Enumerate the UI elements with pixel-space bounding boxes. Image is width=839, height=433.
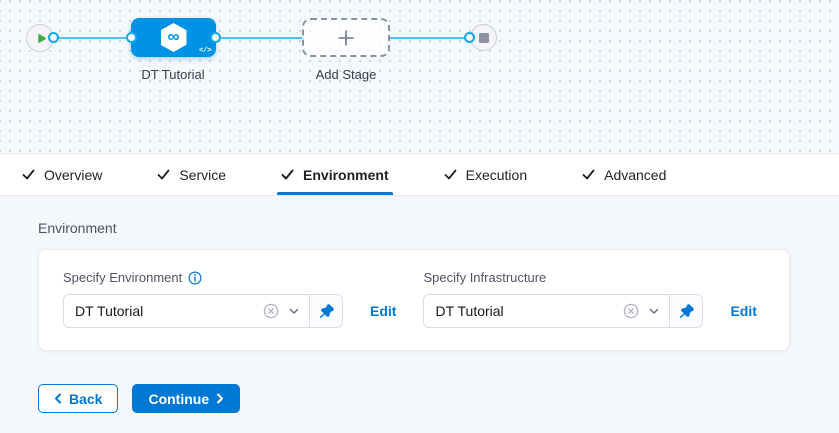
tab-label: Execution: [465, 166, 528, 183]
edge-stage-to-addstage: [218, 37, 304, 39]
info-icon[interactable]: [188, 270, 202, 285]
back-button-label: Back: [69, 390, 103, 407]
stop-icon: [478, 32, 489, 43]
section-title: Environment: [38, 220, 117, 236]
tab-overview[interactable]: Overview: [22, 154, 102, 195]
pin-button[interactable]: [309, 295, 342, 327]
continue-button[interactable]: Continue: [132, 384, 241, 413]
edit-infrastructure-link[interactable]: Edit: [730, 303, 757, 319]
port-stage-right: [210, 32, 221, 43]
pin-icon: [679, 303, 694, 318]
back-button[interactable]: Back: [38, 384, 119, 413]
infinity-glyph: ∞: [167, 27, 180, 46]
infrastructure-select: DT Tutorial: [423, 294, 704, 328]
environment-select: DT Tutorial: [63, 294, 343, 328]
continue-button-label: Continue: [148, 390, 210, 407]
environment-select-value[interactable]: DT Tutorial: [75, 303, 144, 319]
add-stage-label: Add Stage: [315, 67, 377, 82]
port-stage-left: [126, 32, 137, 43]
play-icon: [37, 33, 46, 43]
stage-node-dt-tutorial[interactable]: ∞ </>: [131, 18, 216, 57]
tab-execution[interactable]: Execution: [444, 154, 527, 195]
tab-advanced[interactable]: Advanced: [582, 154, 666, 195]
chevron-right-icon: [217, 393, 224, 404]
check-icon: [281, 169, 294, 180]
pin-icon: [319, 303, 334, 318]
tab-environment[interactable]: Environment: [277, 154, 393, 195]
chevron-down-icon[interactable]: [288, 305, 300, 317]
check-icon: [157, 169, 170, 180]
field-specify-infrastructure: Specify Infrastructure DT Tutorial: [423, 270, 783, 328]
field-label: Specify Environment: [63, 270, 183, 285]
port-start: [48, 32, 59, 43]
tab-label: Environment: [303, 166, 389, 183]
tab-label: Advanced: [604, 166, 667, 183]
tab-label: Service: [179, 166, 227, 183]
chevron-left-icon: [55, 393, 61, 404]
check-icon: [22, 169, 35, 180]
environment-tab-panel: Environment Specify Environment DT Tutor…: [0, 196, 839, 433]
field-label: Specify Infrastructure: [423, 270, 547, 285]
port-end: [464, 32, 475, 43]
tab-service[interactable]: Service: [157, 154, 226, 195]
check-icon: [582, 169, 595, 180]
edit-environment-link[interactable]: Edit: [370, 303, 397, 319]
edge-start-to-stage: [54, 37, 132, 39]
deploy-hexagon-icon: ∞: [160, 23, 187, 52]
infrastructure-select-value[interactable]: DT Tutorial: [435, 303, 504, 319]
clear-icon[interactable]: [263, 303, 279, 319]
wizard-footer: Back Continue: [38, 384, 839, 413]
field-specify-environment: Specify Environment DT Tutorial: [63, 270, 423, 328]
stage-label: DT Tutorial: [141, 67, 205, 82]
code-icon: </>: [198, 47, 212, 55]
clear-icon[interactable]: [623, 303, 639, 319]
chevron-down-icon[interactable]: [648, 305, 660, 317]
tab-label: Overview: [44, 166, 103, 183]
pin-button[interactable]: [669, 295, 703, 327]
add-stage-button[interactable]: [302, 18, 390, 57]
pipeline-canvas: ∞ </> DT Tutorial Add Stage: [0, 0, 839, 154]
plus-icon: [338, 29, 354, 46]
environment-card: Specify Environment DT Tutorial: [38, 249, 790, 351]
stage-config-tabbar: Overview Service Environment Execution A…: [0, 154, 839, 196]
check-icon: [444, 169, 457, 180]
edge-addstage-to-end: [388, 37, 468, 39]
